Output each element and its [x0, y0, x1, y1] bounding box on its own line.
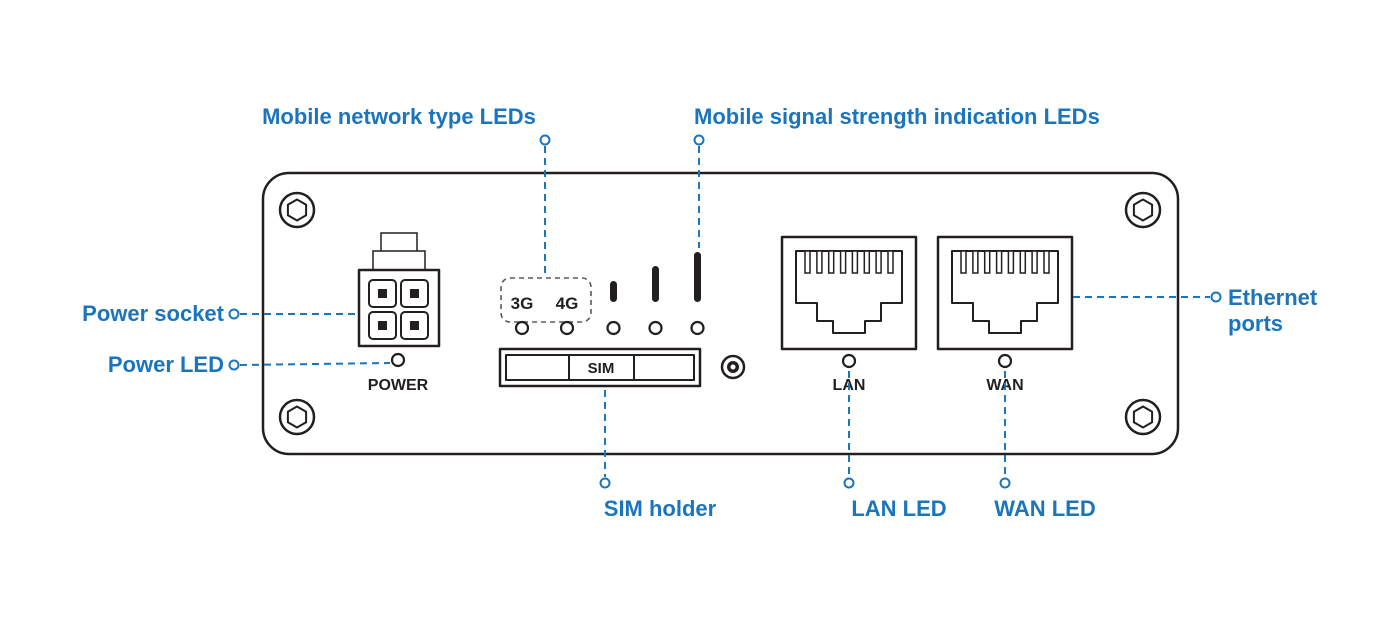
power-led [390, 352, 406, 368]
corner-screw-icon [1124, 191, 1162, 229]
callout-sim-holder: SIM holder [599, 390, 717, 521]
signal-strength-leds [606, 252, 705, 336]
callout-power-socket: Power socket [82, 301, 358, 326]
network-type-leds: 3G 4G [500, 277, 592, 336]
callout-ethernet-ports: Ethernet ports [1073, 285, 1318, 336]
callout-mobile-signal-strength: Mobile signal strength indication LEDs [693, 104, 1100, 248]
callout-leader-line [239, 362, 391, 366]
callout-ethernet-ports-label-line1: Ethernet [1228, 285, 1318, 310]
callout-power-led-label: Power LED [108, 352, 224, 377]
callout-ethernet-ports-label-line2: ports [1228, 311, 1283, 336]
callout-marker [843, 477, 855, 489]
signal-led-3 [690, 320, 705, 336]
wan-port [936, 235, 1074, 351]
power-plug-tab [380, 232, 418, 254]
corner-screw-icon [278, 191, 316, 229]
lan-port [780, 235, 918, 351]
sim-holder: SIM [498, 347, 702, 388]
power-label: POWER [368, 377, 429, 394]
callout-lan-led: LAN LED [843, 371, 947, 521]
signal-led-1 [606, 320, 621, 336]
callout-marker [999, 477, 1011, 489]
corner-screw-icon [278, 398, 316, 436]
wan-led [997, 353, 1013, 369]
callout-marker [228, 308, 240, 320]
callout-mobile-network-type-label: Mobile network type LEDs [262, 104, 536, 129]
signal-bar-1 [610, 281, 617, 302]
network-3g-led [514, 320, 530, 336]
network-type-dashed-box [500, 277, 592, 323]
power-socket-pins [368, 279, 429, 340]
network-4g-led [559, 320, 575, 336]
callout-mobile-network-type: Mobile network type LEDs [262, 104, 551, 276]
lan-led [841, 353, 857, 369]
callout-power-socket-label: Power socket [82, 301, 225, 326]
sim-holder-tray [505, 354, 695, 381]
callout-sim-holder-label: SIM holder [604, 496, 717, 521]
network-3g-label: 3G [511, 294, 534, 313]
callout-marker [599, 477, 611, 489]
callout-lan-led-label: LAN LED [851, 496, 946, 521]
reset-button [720, 354, 746, 380]
callout-power-led: Power LED [108, 352, 391, 377]
signal-bar-2 [652, 266, 659, 302]
callout-marker [1210, 291, 1222, 303]
callout-marker [693, 134, 705, 146]
corner-screw-icon [1124, 398, 1162, 436]
signal-bar-3 [694, 252, 701, 302]
power-socket [357, 232, 441, 348]
network-4g-label: 4G [556, 294, 579, 313]
sim-label: SIM [588, 360, 615, 377]
callout-mobile-signal-strength-label: Mobile signal strength indication LEDs [694, 104, 1100, 129]
callout-marker [539, 134, 551, 146]
power-socket-body [357, 268, 441, 348]
callout-marker [228, 359, 240, 371]
signal-led-2 [648, 320, 663, 336]
callout-wan-led: WAN LED [994, 371, 1096, 521]
callout-wan-led-label: WAN LED [994, 496, 1095, 521]
